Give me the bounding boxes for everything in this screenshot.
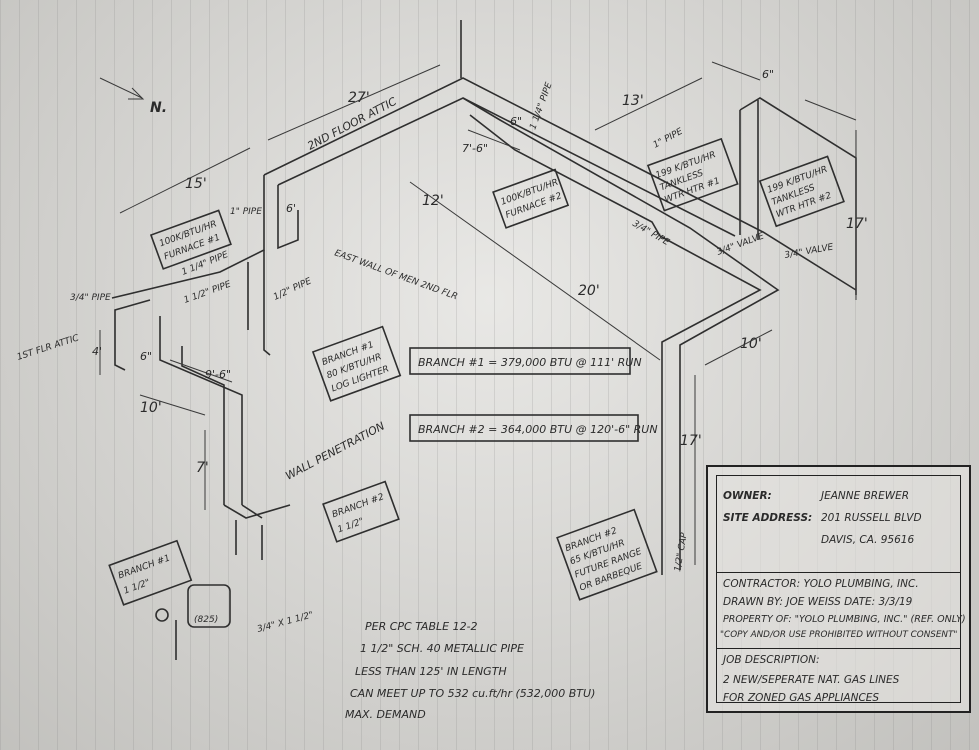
svg-text:1 1/2": 1 1/2" [122, 578, 151, 597]
code-notes: PER CPC TABLE 12-2 1 1/2" SCH. 40 METALL… [345, 620, 595, 721]
dim-7-6: 7'-6" [462, 142, 488, 155]
branch-2-summary: BRANCH #2 = 364,000 BTU @ 120'-6" RUN [409, 414, 658, 442]
svg-text:BRANCH #1: BRANCH #1 [117, 553, 172, 581]
dim-17-lower: 17' [680, 433, 702, 449]
north-label: N. [150, 100, 167, 116]
dim-17-right: 17' [846, 216, 868, 232]
drawn-by: DRAWN BY: JOE WEISS DATE: 3/3/19 [723, 596, 913, 608]
branch2-run [462, 97, 780, 570]
label-half-pipe: 1/2" PIPE [272, 276, 313, 302]
svg-text:LESS THAN 125' IN LENGTH: LESS THAN 125' IN LENGTH [355, 665, 507, 678]
svg-text:PER CPC TABLE 12-2: PER CPC TABLE 12-2 [365, 620, 478, 633]
branch-1-summary: BRANCH #1 = 379,000 BTU @ 111' RUN [409, 347, 642, 375]
label-cap: 1/2" CAP [673, 531, 690, 572]
site-address-line1: 201 RUSSELL BLVD [821, 512, 922, 524]
svg-text:BRANCH #2 = 364,000 BTU @ 120': BRANCH #2 = 364,000 BTU @ 120'-6" RUN [418, 423, 658, 436]
label-3-4-pipe-b: 3/4" PIPE [631, 219, 672, 248]
label-valve-a: 3/4" VALVE [716, 231, 766, 257]
title-block: OWNER: JEANNE BREWER SITE ADDRESS: 201 R… [706, 465, 971, 713]
label-1-pipe: 1" PIPE [230, 207, 262, 217]
dim-6-riser: 6' [286, 202, 296, 215]
pipe-network [111, 20, 857, 575]
label-tee-size: 3/4" X 1 1/2" [256, 610, 314, 635]
dim-7: 7' [196, 460, 209, 476]
branch-2-range-box: BRANCH #2 65 K/BTU/HR FUTURE RANGE OR BA… [556, 508, 658, 601]
label-1-pipe-b: 1" PIPE [652, 127, 685, 151]
dim-6-top: 6" [762, 68, 774, 81]
dim-20: 20' [578, 283, 600, 299]
job-description-label: JOB DESCRIPTION: [723, 654, 820, 666]
dim-13: 13' [622, 93, 644, 109]
label-east-wall: EAST WALL OF MEN 2ND FLR [333, 248, 459, 302]
svg-text:BRANCH #2: BRANCH #2 [331, 492, 386, 520]
copy-notice: "COPY AND/OR USE PROHIBITED WITHOUT CONS… [720, 630, 958, 640]
job-description-line1: 2 NEW/SEPERATE NAT. GAS LINES [723, 674, 900, 686]
dim-6-mid: 6" [510, 115, 522, 128]
svg-text:CAN MEET UP TO 532 cu.ft/hr (5: CAN MEET UP TO 532 cu.ft/hr (532,000 BTU… [350, 687, 595, 700]
label-3-4-pipe: 3/4" PIPE [70, 293, 111, 303]
owner-value: JEANNE BREWER [821, 490, 910, 502]
meter-label: (825) [194, 615, 218, 625]
north-arrow: N. [99, 77, 167, 116]
site-address-label: SITE ADDRESS: [723, 512, 813, 524]
dim-27: 27' [348, 90, 370, 106]
svg-text:MAX. DEMAND: MAX. DEMAND [345, 708, 426, 721]
dim-12: 12' [422, 193, 444, 209]
dim-9-6: 9'-6" [205, 368, 231, 381]
furnace-2-box: 100K/BTU/HR FURNACE #2 [492, 168, 570, 229]
svg-text:1 1/2" SCH. 40 METALLIC PIPE: 1 1/2" SCH. 40 METALLIC PIPE [360, 642, 524, 655]
branch-1-log-lighter-box: BRANCH #1 80 K/BTU/HR LOG LIGHTER [311, 325, 402, 402]
water-heater-1-box: 199 K/BTU/HR TANKLESS WTR HTR #1 [646, 137, 739, 212]
dim-10-right: 10' [740, 336, 762, 352]
main-run-top [263, 77, 857, 291]
water-heater-2-box: 199 K/BTU/HR TANKLESS WTR HTR #2 [758, 155, 845, 228]
branch-1-size-box: BRANCH #1 1 1/2" [108, 539, 193, 606]
furnace1-run [111, 175, 265, 299]
property-of: PROPERTY OF: "YOLO PLUMBING, INC." (REF.… [723, 614, 966, 625]
owner-label: OWNER: [723, 490, 772, 502]
dimension-lines [99, 61, 857, 565]
branch-2-size-box: BRANCH #2 1 1/2" [322, 480, 400, 543]
label-wall-penetration: WALL PENETRATION [283, 419, 387, 482]
label-1st-flr-attic: 1ST FLR ATTIC [16, 333, 81, 363]
dimension-labels: 27' 15' 13' 6" 7'-6" 6" 12' 20' 17' 17' … [92, 68, 868, 476]
gas-meter: (825) [155, 584, 231, 660]
label-valve-b: 3/4" VALVE [784, 242, 835, 260]
dim-4: 4' [92, 345, 102, 358]
job-description-line2: FOR ZONED GAS APPLIANCES [723, 692, 880, 704]
site-address-line2: DAVIS, CA. 95616 [821, 534, 915, 546]
contractor: CONTRACTOR: YOLO PLUMBING, INC. [723, 578, 919, 590]
svg-text:BRANCH #1 = 379,000 BTU @ 111': BRANCH #1 = 379,000 BTU @ 111' RUN [418, 356, 642, 369]
dim-6-left: 6" [140, 350, 152, 363]
label-1-half-pipe: 1 1/2" PIPE [183, 279, 233, 305]
dim-10-left: 10' [140, 400, 162, 416]
dim-15: 15' [185, 176, 207, 192]
branch1-run [159, 316, 243, 505]
